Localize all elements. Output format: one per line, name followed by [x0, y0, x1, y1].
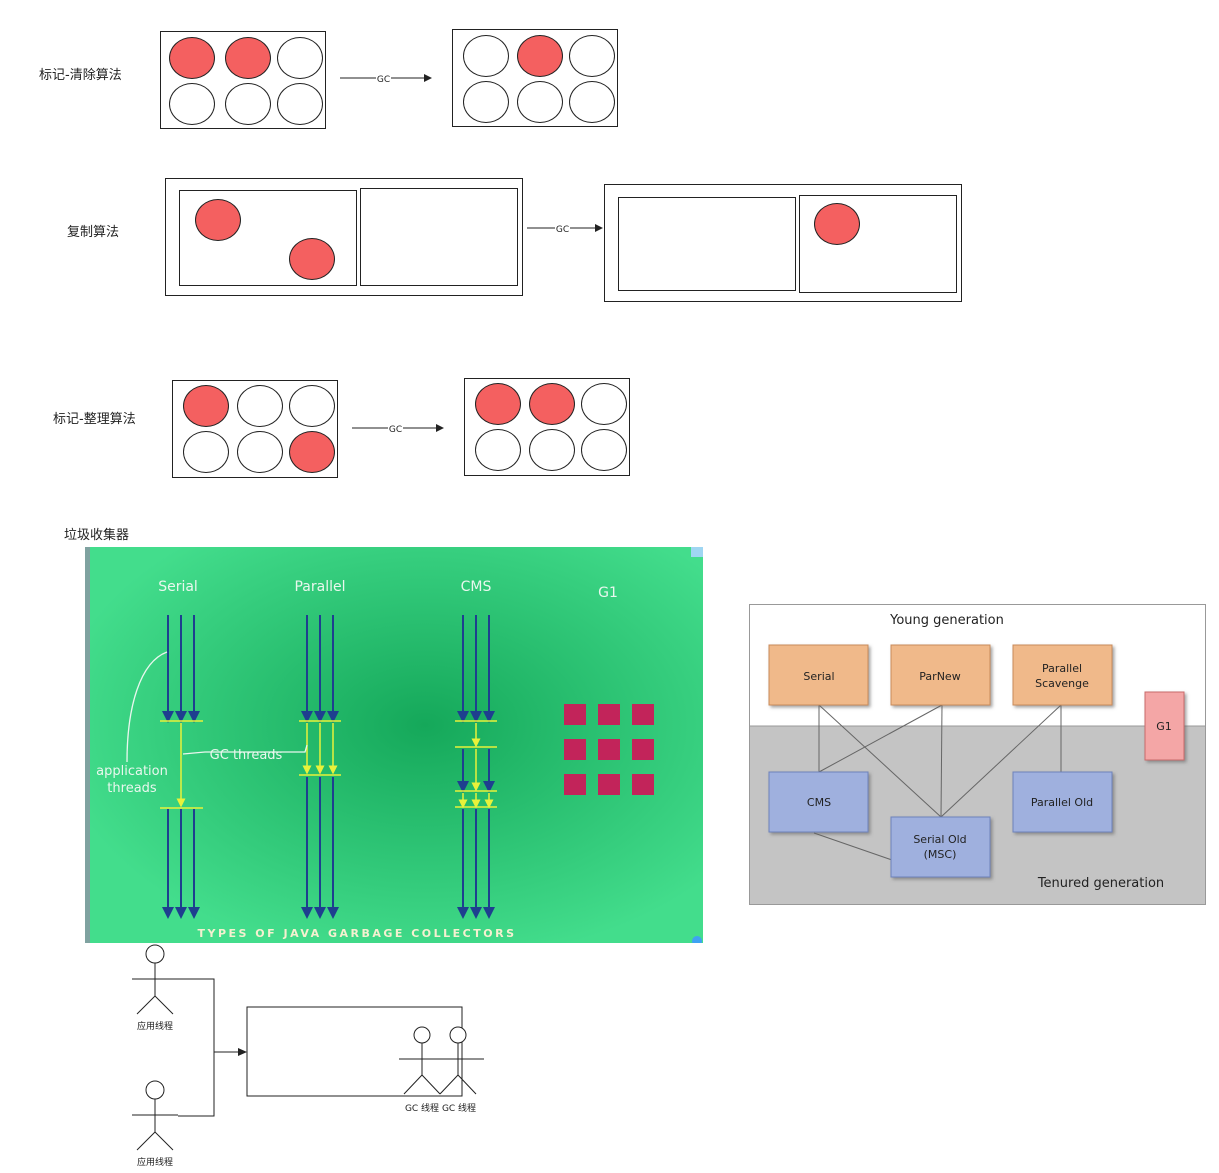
object-live	[517, 81, 563, 123]
to-space	[360, 188, 518, 286]
gc-types-footer: TYPES OF JAVA GARBAGE COLLECTORS	[197, 927, 516, 940]
object-live	[529, 383, 575, 425]
young-generation-title: Young generation	[889, 613, 1004, 628]
object-freed	[463, 35, 509, 77]
generations-image: Young generation Tenured generation Seri…	[749, 604, 1206, 905]
object-live	[277, 83, 323, 125]
g1-regions	[564, 704, 654, 795]
young-collector-parallel-scavenge-line2: Scavenge	[1035, 677, 1089, 690]
copying-after-heap	[604, 184, 962, 302]
app-thread-label: 应用线程	[137, 1156, 173, 1168]
object-free	[237, 431, 283, 473]
mark-sweep-label: 标记-清除算法	[39, 68, 122, 83]
object-free	[581, 429, 627, 471]
object-free	[529, 429, 575, 471]
gc-thread-label: GC 线程	[442, 1102, 476, 1114]
gc-arrow: GC	[527, 222, 603, 235]
gc-thread-label: GC 线程	[405, 1102, 439, 1114]
object-garbage	[225, 37, 271, 79]
object-live	[569, 35, 615, 77]
column-title-cms: CMS	[461, 579, 492, 595]
app-thread-label: 应用线程	[137, 1020, 173, 1032]
column-title-g1: G1	[598, 585, 618, 601]
object-free	[475, 429, 521, 471]
old-collector-serial-old-line1: Serial Old	[913, 833, 966, 846]
tenured-generation-title: Tenured generation	[1037, 876, 1164, 891]
young-collector-parallel-scavenge-line1: Parallel	[1042, 662, 1082, 675]
object-live	[814, 203, 860, 245]
object-garbage	[517, 35, 563, 77]
gc-types-image: Serial Parallel CMS G1	[85, 547, 703, 943]
old-collector-serial-old-line2: (MSC)	[924, 848, 957, 861]
object-live	[277, 37, 323, 79]
cms-app-threads	[457, 615, 495, 919]
mark-sweep-after-heap	[452, 29, 618, 127]
object-free	[237, 385, 283, 427]
object-free	[289, 385, 335, 427]
young-collector-serial: Serial	[803, 670, 834, 683]
column-title-serial: Serial	[158, 579, 198, 595]
serial-app-threads	[162, 615, 200, 919]
young-collector-parnew: ParNew	[919, 670, 960, 683]
collector-compatibility-lines	[813, 704, 1062, 861]
object-live	[225, 83, 271, 125]
cms-gc-threads	[455, 720, 497, 809]
application-threads-label-line2: threads	[107, 781, 157, 796]
threads-diagram: 应用线程 应用线程 GC 线程 GC 线程	[132, 944, 484, 1168]
object-live	[475, 383, 521, 425]
mark-compact-after-heap	[464, 378, 630, 476]
gc-thread-actor	[449, 1026, 467, 1044]
gc-arrow: GC	[340, 72, 432, 85]
object-live	[289, 238, 335, 280]
copying-before-heap	[165, 178, 523, 296]
column-title-parallel: Parallel	[294, 579, 345, 595]
from-space	[179, 190, 357, 286]
gc-arrow-label: GC	[377, 75, 390, 85]
app-thread-actor	[145, 1080, 165, 1100]
gc-arrow-label: GC	[389, 425, 402, 435]
object-free	[183, 431, 229, 473]
to-space	[799, 195, 957, 293]
object-live	[183, 385, 229, 427]
old-collector-parallel-old: Parallel Old	[1031, 796, 1093, 809]
collectors-label: 垃圾收集器	[64, 528, 130, 543]
object-free	[581, 383, 627, 425]
old-collector-cms: CMS	[807, 796, 831, 809]
gc-thread-actor	[413, 1026, 431, 1044]
object-live	[289, 431, 335, 473]
gc-arrow-label: GC	[556, 225, 569, 235]
g1-collector: G1	[1156, 720, 1172, 733]
from-space	[618, 197, 796, 291]
app-thread-actor	[145, 944, 165, 964]
mark-compact-label: 标记-整理算法	[53, 412, 136, 427]
mark-compact-before-heap	[172, 380, 338, 478]
object-garbage	[169, 37, 215, 79]
object-live	[463, 81, 509, 123]
serial-gc-thread	[160, 720, 203, 809]
gc-arrow: GC	[352, 422, 444, 435]
mark-sweep-before-heap	[160, 31, 326, 129]
application-threads-label-line1: application	[96, 764, 168, 779]
gc-threads-label: GC threads	[210, 748, 283, 763]
object-live	[569, 81, 615, 123]
parallel-app-threads	[301, 615, 339, 919]
object-live	[195, 199, 241, 241]
copying-label: 复制算法	[67, 225, 120, 240]
object-live	[169, 83, 215, 125]
